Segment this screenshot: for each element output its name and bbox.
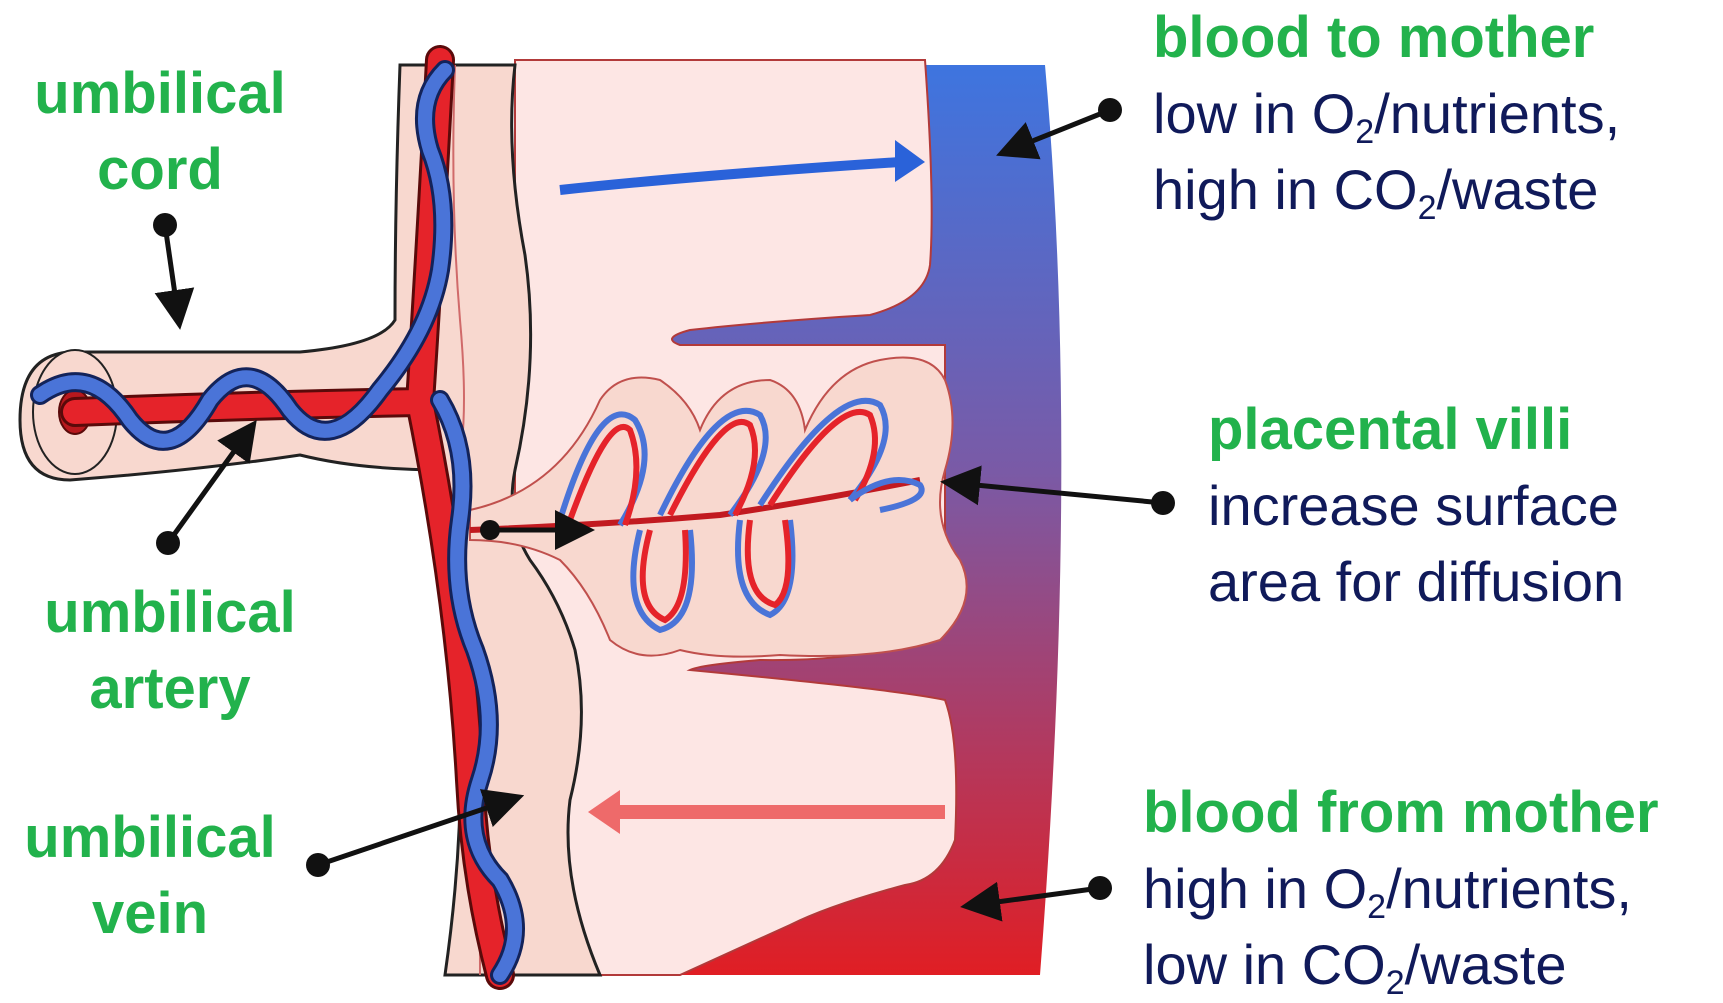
- label-blood-from-mother-line1: high in O2/nutrients,: [1143, 851, 1659, 927]
- label-blood-from-mother-line2: low in CO2/waste: [1143, 927, 1659, 1003]
- label-umbilical-artery-line2: artery: [20, 651, 320, 727]
- text-segment: low in O: [1153, 82, 1355, 145]
- label-blood-to-mother-heading: blood to mother: [1153, 0, 1620, 76]
- subscript: 2: [1355, 113, 1374, 151]
- label-placental-villi: placental villi increase surface area fo…: [1208, 392, 1624, 620]
- text-segment: high in O: [1143, 857, 1367, 920]
- label-umbilical-cord-line1: umbilical: [10, 56, 310, 132]
- label-umbilical-artery: umbilical artery: [20, 575, 320, 727]
- label-umbilical-vein: umbilical vein: [0, 800, 300, 952]
- subscript: 2: [1386, 964, 1405, 1002]
- label-placental-villi-heading: placental villi: [1208, 392, 1624, 468]
- text-segment: /waste: [1437, 158, 1599, 221]
- text-segment: /nutrients,: [1386, 857, 1632, 920]
- label-umbilical-cord: umbilical cord: [10, 56, 310, 208]
- label-blood-from-mother: blood from mother high in O2/nutrients, …: [1143, 775, 1659, 1003]
- text-segment: low in CO: [1143, 933, 1386, 996]
- text-segment: /nutrients,: [1374, 82, 1620, 145]
- label-blood-to-mother-line2: high in CO2/waste: [1153, 152, 1620, 228]
- subscript: 2: [1418, 189, 1437, 227]
- label-umbilical-vein-line1: umbilical: [0, 800, 300, 876]
- label-umbilical-vein-line2: vein: [0, 876, 300, 952]
- label-blood-to-mother-line1: low in O2/nutrients,: [1153, 76, 1620, 152]
- label-umbilical-artery-line1: umbilical: [20, 575, 320, 651]
- subscript: 2: [1367, 888, 1386, 926]
- label-placental-villi-line1: increase surface: [1208, 468, 1624, 544]
- label-blood-from-mother-heading: blood from mother: [1143, 775, 1659, 851]
- label-umbilical-cord-line2: cord: [10, 132, 310, 208]
- label-blood-to-mother: blood to mother low in O2/nutrients, hig…: [1153, 0, 1620, 228]
- label-placental-villi-line2: area for diffusion: [1208, 544, 1624, 620]
- text-segment: high in CO: [1153, 158, 1418, 221]
- text-segment: /waste: [1405, 933, 1567, 996]
